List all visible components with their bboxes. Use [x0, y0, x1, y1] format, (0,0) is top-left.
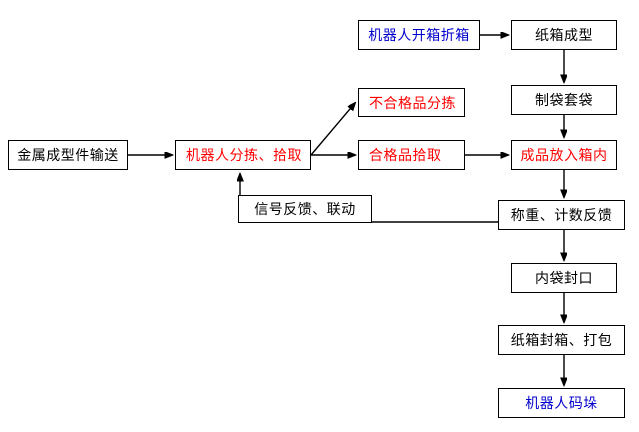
node-product-in-box[interactable]: 成品放入箱内: [511, 140, 617, 170]
node-reject-sort[interactable]: 不合格品分拣: [358, 88, 465, 117]
node-bag-make[interactable]: 制袋套袋: [511, 85, 617, 115]
node-robot-open-box-label: 机器人开箱折箱: [368, 28, 470, 44]
node-robot-sort[interactable]: 机器人分拣、拾取: [175, 140, 311, 170]
node-carton-seal-label: 纸箱封箱、打包: [510, 333, 613, 349]
node-robot-sort-label: 机器人分拣、拾取: [186, 148, 302, 164]
node-accept-pick[interactable]: 合格品拾取: [358, 140, 465, 170]
node-inner-bag-seal[interactable]: 内袋封口: [511, 263, 617, 293]
node-carton-form-label: 纸箱成型: [535, 28, 593, 44]
node-carton-seal[interactable]: 纸箱封箱、打包: [498, 325, 625, 355]
node-signal-feedback-label: 信号反馈、联动: [254, 202, 356, 218]
node-weigh-count[interactable]: 称重、计数反馈: [498, 200, 625, 230]
node-robot-open-box[interactable]: 机器人开箱折箱: [358, 20, 480, 50]
node-product-in-box-label: 成品放入箱内: [520, 148, 608, 164]
node-accept-pick-label: 合格品拾取: [369, 148, 442, 164]
edge-robot-sort-to-reject-sort: [310, 103, 355, 156]
node-weigh-count-label: 称重、计数反馈: [510, 208, 613, 224]
node-reject-sort-label: 不合格品分拣: [369, 95, 456, 112]
node-metal-feed[interactable]: 金属成型件输送: [8, 140, 128, 170]
node-robot-palletize-label: 机器人码垛: [525, 396, 598, 412]
node-metal-feed-label: 金属成型件输送: [17, 148, 119, 164]
node-bag-make-label: 制袋套袋: [535, 93, 593, 109]
node-inner-bag-seal-label: 内袋封口: [535, 271, 593, 287]
node-signal-feedback[interactable]: 信号反馈、联动: [238, 195, 372, 223]
node-carton-form[interactable]: 纸箱成型: [511, 20, 617, 50]
node-robot-palletize[interactable]: 机器人码垛: [498, 388, 625, 418]
